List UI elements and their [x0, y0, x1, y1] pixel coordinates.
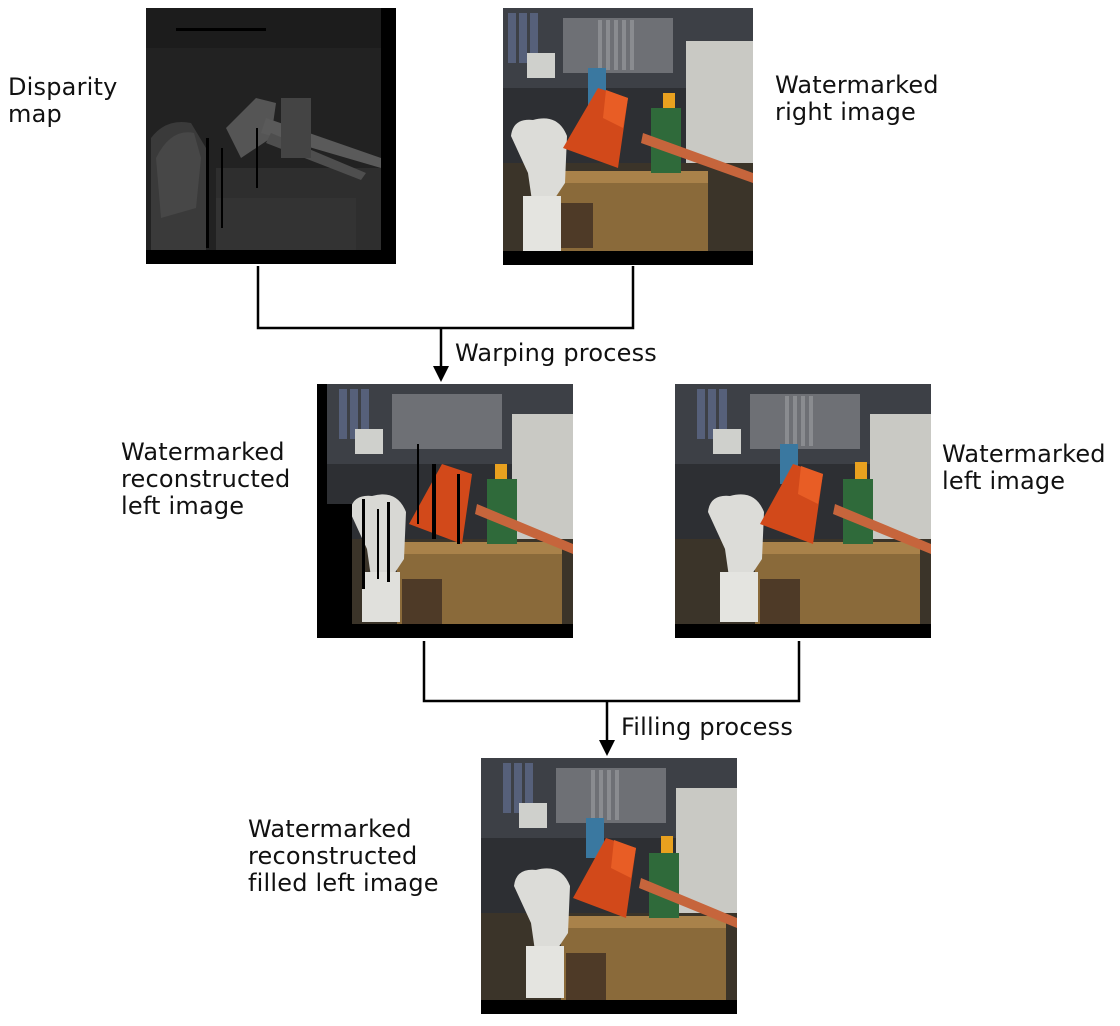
label-filling-process: Filling process — [621, 713, 794, 741]
watermarked-reconstructed-filled-left-image — [481, 758, 737, 1014]
label-disparity-map: Disparity map — [8, 73, 118, 128]
disparity-map-image — [146, 8, 396, 264]
warping-arrowhead — [433, 366, 449, 382]
filling-connector — [422, 641, 801, 703]
label-watermarked-reconstructed-left-image: Watermarked reconstructed left image — [121, 438, 291, 520]
filling-arrowhead — [599, 740, 615, 756]
label-watermarked-reconstructed-filled-left-image: Watermarked reconstructed filled left im… — [248, 815, 439, 897]
label-watermarked-left-image: Watermarked left image — [942, 440, 1106, 495]
watermarked-left-image — [675, 384, 931, 638]
watermarked-right-image — [503, 8, 753, 265]
watermarked-reconstructed-left-image — [317, 384, 573, 638]
label-watermarked-right-image: Watermarked right image — [775, 71, 939, 126]
warping-connector — [256, 266, 635, 330]
label-warping-process: Warping process — [455, 339, 657, 367]
